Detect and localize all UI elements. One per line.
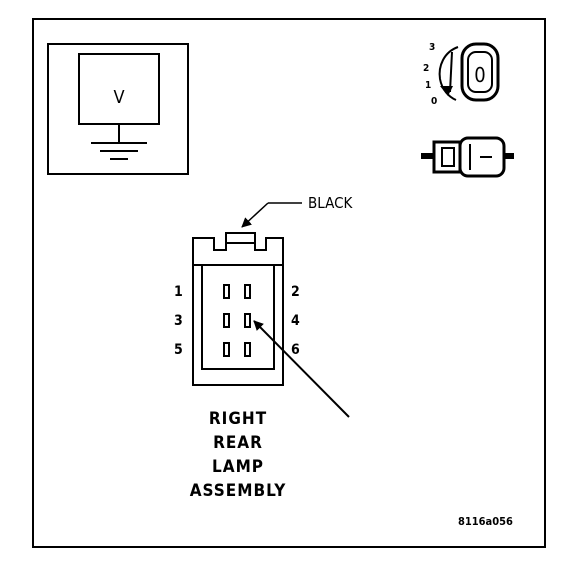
figure-code: 8116a056 bbox=[458, 515, 513, 528]
connector-face: 1 2 3 4 5 6 bbox=[174, 232, 300, 386]
wire-color-label: BLACK bbox=[308, 194, 354, 212]
outer-frame bbox=[32, 18, 546, 548]
key-symbol: 0 bbox=[474, 63, 485, 87]
terminal-5 bbox=[223, 342, 230, 357]
ignition-position-1: 1 bbox=[425, 80, 431, 91]
title-line-4: ASSEMBLY bbox=[190, 481, 287, 501]
connector-latch bbox=[225, 232, 256, 244]
ignition-position-3: 3 bbox=[429, 42, 435, 53]
ignition-position-2: 2 bbox=[423, 63, 429, 74]
title-line-3: LAMP bbox=[212, 457, 264, 477]
meter-symbol: V bbox=[113, 87, 124, 108]
ground-icon bbox=[91, 142, 147, 160]
voltmeter-panel: V bbox=[47, 43, 189, 175]
pin-label-4: 4 bbox=[291, 313, 300, 329]
terminal-3 bbox=[223, 313, 230, 328]
title-line-2: REAR bbox=[213, 433, 263, 453]
connector-pair-icon bbox=[421, 136, 514, 178]
pin-label-3: 3 bbox=[174, 313, 183, 329]
pin-label-6: 6 bbox=[291, 342, 300, 358]
terminal-6 bbox=[244, 342, 251, 357]
wire-color-callout: BLACK bbox=[241, 194, 354, 228]
terminal-1 bbox=[223, 284, 230, 299]
component-title: RIGHT REAR LAMP ASSEMBLY bbox=[190, 409, 287, 501]
title-line-1: RIGHT bbox=[209, 409, 267, 429]
terminal-2 bbox=[244, 284, 251, 299]
terminal-4 bbox=[244, 313, 251, 328]
pin-label-1: 1 bbox=[174, 284, 183, 300]
ignition-key-icon: 3 2 1 0 0 bbox=[423, 42, 500, 107]
probe-arrow bbox=[253, 320, 350, 418]
ignition-position-0: 0 bbox=[431, 96, 437, 107]
pin-label-2: 2 bbox=[291, 284, 300, 300]
pin-label-5: 5 bbox=[174, 342, 183, 358]
